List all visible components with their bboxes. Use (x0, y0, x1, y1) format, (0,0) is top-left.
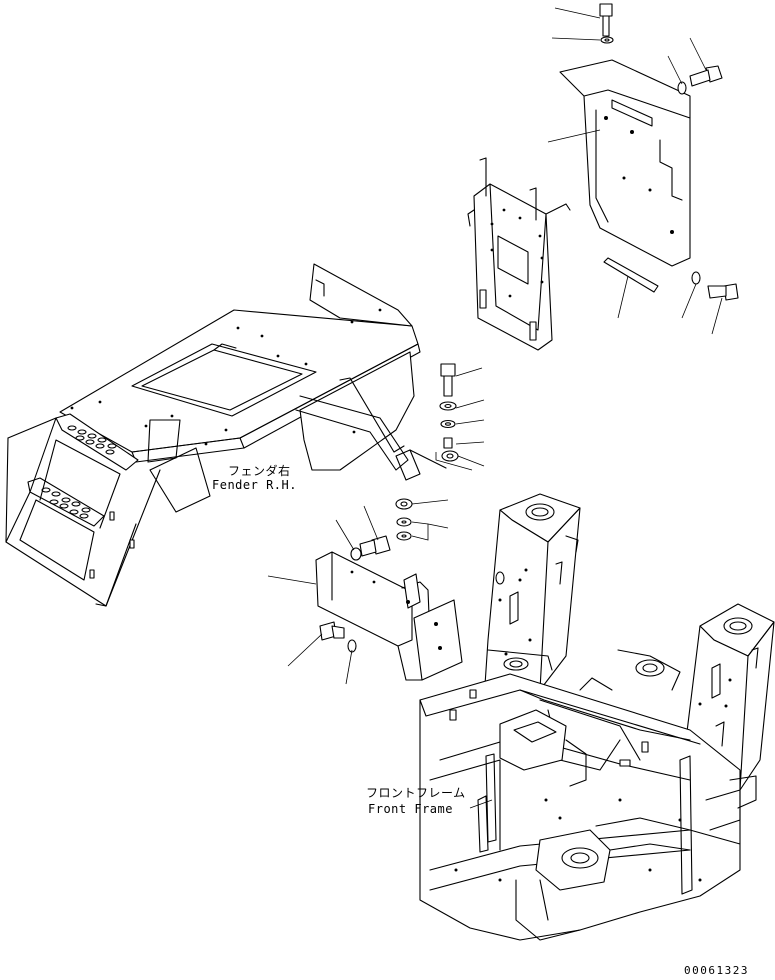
hex-bolt-icon (359, 535, 391, 557)
spacer-icon (443, 437, 453, 449)
middle-fasteners (319, 363, 459, 653)
leader-line-frame (469, 799, 493, 809)
upper-fasteners (599, 3, 739, 301)
washer-icon (441, 450, 459, 462)
hex-bolt-icon (319, 621, 345, 641)
hex-bolt-icon (689, 65, 723, 87)
frame-label-jp: フロントフレーム (366, 786, 466, 800)
drawing-number: 00061323 (684, 964, 749, 977)
washer-icon (677, 81, 687, 95)
hex-bolt-icon (599, 3, 613, 37)
frame-label-en: Front Frame (368, 802, 453, 816)
leader-lines-middle (267, 367, 485, 685)
washer-icon (691, 271, 701, 285)
washer-icon (350, 547, 362, 561)
washer-icon (439, 401, 457, 411)
upper-cover-assembly (467, 59, 691, 351)
fender-label-en: Fender R.H. (212, 478, 297, 492)
washer-icon (396, 517, 412, 527)
fender-rh (5, 263, 421, 607)
washer-icon (395, 498, 413, 510)
leader-lines-top (547, 7, 723, 335)
washer-icon (396, 531, 412, 541)
washer-icon (600, 36, 614, 44)
fender-mount-bracket (315, 551, 463, 681)
fender-label-jp: フェンダ右 (228, 464, 291, 478)
step-tread-holes (41, 425, 117, 519)
hex-bolt-icon (440, 363, 456, 397)
front-frame (419, 493, 775, 941)
hex-bolt-icon (707, 283, 739, 301)
washer-icon (440, 419, 456, 429)
